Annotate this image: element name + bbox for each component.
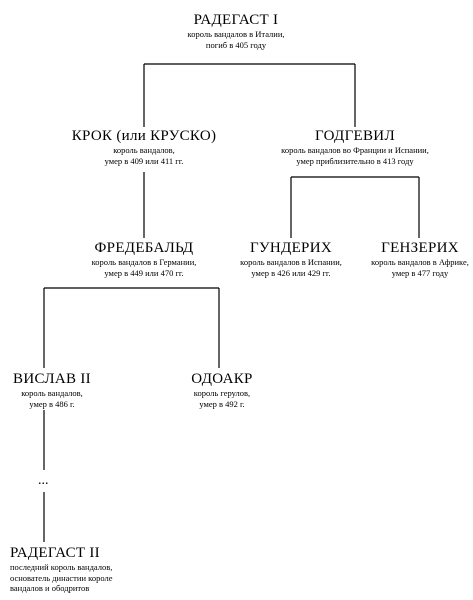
- node-fredebald: ФРЕДЕБАЛЬД король вандалов в Германии, у…: [92, 240, 197, 278]
- node-name: КРОК (или КРУСКО): [71, 128, 217, 144]
- node-desc-line: умер приблизительно в 413 году: [296, 155, 414, 166]
- node-desc-line: король вандалов в Испании,: [240, 257, 342, 267]
- node-genzerih: ГЕНЗЕРИХ король вандалов в Африке, умер …: [371, 240, 469, 278]
- node-desc-line: основатель династии короле: [10, 572, 113, 583]
- node-radegast-ii: РАДЕГАСТ II последний король вандалов, о…: [10, 545, 112, 594]
- node-name: ФРЕДЕБАЛЬД: [94, 240, 194, 256]
- node-name: ГУНДЕРИХ: [250, 240, 332, 256]
- node-krok: КРОК (или КРУСКО) король вандалов, умер …: [72, 128, 217, 166]
- node-godgevil: ГОДГЕВИЛ король вандалов во Франции и Ис…: [281, 128, 429, 166]
- node-radegast-i: РАДЕГАСТ I король вандалов в Италии, пог…: [187, 12, 284, 50]
- node-vislav-ii: ВИСЛАВ II король вандалов, умер в 486 г.: [13, 371, 91, 409]
- node-desc-line: король вандалов в Африке,: [371, 257, 469, 267]
- node-desc-line: король вандалов,: [21, 388, 83, 398]
- node-desc-line: умер в 426 или 429 гг.: [251, 267, 331, 278]
- node-desc-line: умер в 486 г.: [29, 398, 75, 409]
- node-desc-line: умер в 449 или 470 гг.: [104, 267, 184, 278]
- node-desc-line: король вандалов во Франции и Испании,: [281, 145, 429, 155]
- node-name: РАДЕГАСТ I: [193, 12, 279, 28]
- node-desc-line: вандалов и ободритов: [10, 583, 90, 593]
- node-desc-line: король герулов,: [193, 388, 251, 398]
- node-gunderih: ГУНДЕРИХ король вандалов в Испании, умер…: [240, 240, 342, 278]
- node-desc-line: умер в 409 или 411 гг.: [104, 155, 184, 166]
- ellipsis-marker: ...: [38, 473, 49, 488]
- node-desc-line: погиб в 405 году: [205, 39, 267, 50]
- node-desc-line: король вандалов в Италии,: [187, 29, 285, 39]
- node-desc-line: умер в 492 г.: [199, 398, 245, 409]
- node-name: ОДОАКР: [191, 371, 253, 387]
- node-desc-line: умер в 477 году: [391, 267, 449, 278]
- node-desc-line: король вандалов в Германии,: [91, 257, 197, 267]
- node-name: ГОДГЕВИЛ: [315, 128, 395, 144]
- node-desc-line: последний король вандалов,: [10, 562, 113, 572]
- node-desc-line: король вандалов,: [113, 145, 175, 155]
- node-name: ВИСЛАВ II: [13, 371, 91, 387]
- node-odoakr: ОДОАКР король герулов, умер в 492 г.: [191, 371, 252, 409]
- node-name: ГЕНЗЕРИХ: [381, 240, 459, 256]
- node-name: РАДЕГАСТ II: [10, 545, 100, 561]
